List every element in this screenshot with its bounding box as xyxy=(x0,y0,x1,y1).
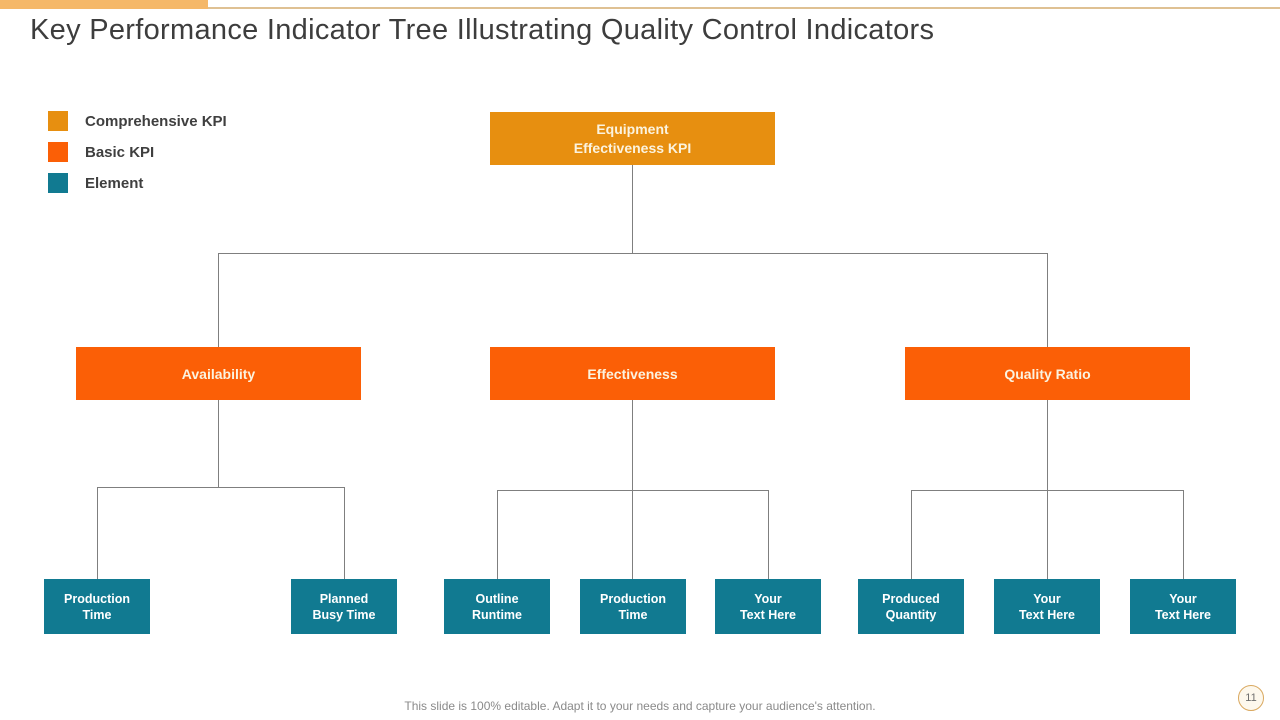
node-label-line: Quantity xyxy=(885,607,937,622)
footer-note: This slide is 100% editable. Adapt it to… xyxy=(404,699,876,713)
node-label-line: Text Here xyxy=(739,607,797,622)
connector-root-stem xyxy=(632,165,633,253)
page-number-badge: 11 xyxy=(1238,685,1264,711)
legend: Comprehensive KPI Basic KPI Element xyxy=(48,111,227,204)
node-label-line: Busy Time xyxy=(312,607,376,622)
legend-label: Comprehensive KPI xyxy=(85,112,227,130)
page-title: Key Performance Indicator Tree Illustrat… xyxy=(30,14,935,46)
element-swatch xyxy=(48,173,68,193)
node-label-line: Produced xyxy=(882,591,940,606)
legend-label: Basic KPI xyxy=(85,143,155,161)
connector-drop-quality-ratio xyxy=(1047,253,1048,347)
comprehensive-kpi-swatch xyxy=(48,111,68,131)
node-label-line: Your xyxy=(754,591,782,606)
node-label-line: Effectiveness KPI xyxy=(573,139,692,156)
node-your-text-here-3: Your Text Here xyxy=(1130,579,1236,634)
node-effectiveness: Effectiveness xyxy=(490,347,775,400)
node-your-text-here-1: Your Text Here xyxy=(715,579,821,634)
legend-item-element: Element xyxy=(48,173,227,193)
legend-item-comprehensive-kpi: Comprehensive KPI xyxy=(48,111,227,131)
node-planned-busy-time: Planned Busy Time xyxy=(291,579,397,634)
connector-availability-stem xyxy=(218,400,219,487)
connector-level1-rail xyxy=(218,253,1048,254)
node-label-line: Your xyxy=(1169,591,1197,606)
node-availability: Availability xyxy=(76,347,361,400)
connector-drop-production-time-1 xyxy=(97,487,98,579)
node-quality-ratio: Quality Ratio xyxy=(905,347,1190,400)
node-label-line: Runtime xyxy=(472,607,522,622)
node-label-line: Planned xyxy=(319,591,369,606)
connector-availability-rail xyxy=(97,487,345,488)
legend-label: Element xyxy=(85,174,144,192)
node-produced-quantity: Produced Quantity xyxy=(858,579,964,634)
connector-quality-rail xyxy=(911,490,1183,491)
node-production-time-2: Production Time xyxy=(580,579,686,634)
connector-drop-your-text-3 xyxy=(1183,490,1184,579)
node-label-line: Equipment xyxy=(596,120,669,137)
connector-effectiveness-stem xyxy=(632,400,633,579)
node-label-line: Text Here xyxy=(1018,607,1076,622)
connector-drop-your-text-1 xyxy=(768,490,769,579)
node-outline-runtime: Outline Runtime xyxy=(444,579,550,634)
basic-kpi-swatch xyxy=(48,142,68,162)
node-label-line: Your xyxy=(1033,591,1061,606)
node-label-line: Production xyxy=(64,591,130,606)
node-label-line: Outline xyxy=(475,591,519,606)
node-label-line: Production xyxy=(600,591,666,606)
node-label-line: Text Here xyxy=(1154,607,1212,622)
node-label-line: Time xyxy=(618,607,648,622)
connector-drop-availability xyxy=(218,253,219,347)
connector-quality-stem xyxy=(1047,400,1048,579)
node-your-text-here-2: Your Text Here xyxy=(994,579,1100,634)
connector-drop-planned-busy-time xyxy=(344,487,345,579)
legend-item-basic-kpi: Basic KPI xyxy=(48,142,227,162)
top-accent-bar xyxy=(0,0,208,9)
node-label-line: Time xyxy=(82,607,112,622)
node-production-time-1: Production Time xyxy=(44,579,150,634)
connector-effectiveness-rail xyxy=(497,490,769,491)
connector-drop-produced-quantity xyxy=(911,490,912,579)
node-equipment-effectiveness-kpi: Equipment Effectiveness KPI xyxy=(490,112,775,165)
top-accent-rule xyxy=(208,7,1280,9)
connector-drop-outline-runtime xyxy=(497,490,498,579)
